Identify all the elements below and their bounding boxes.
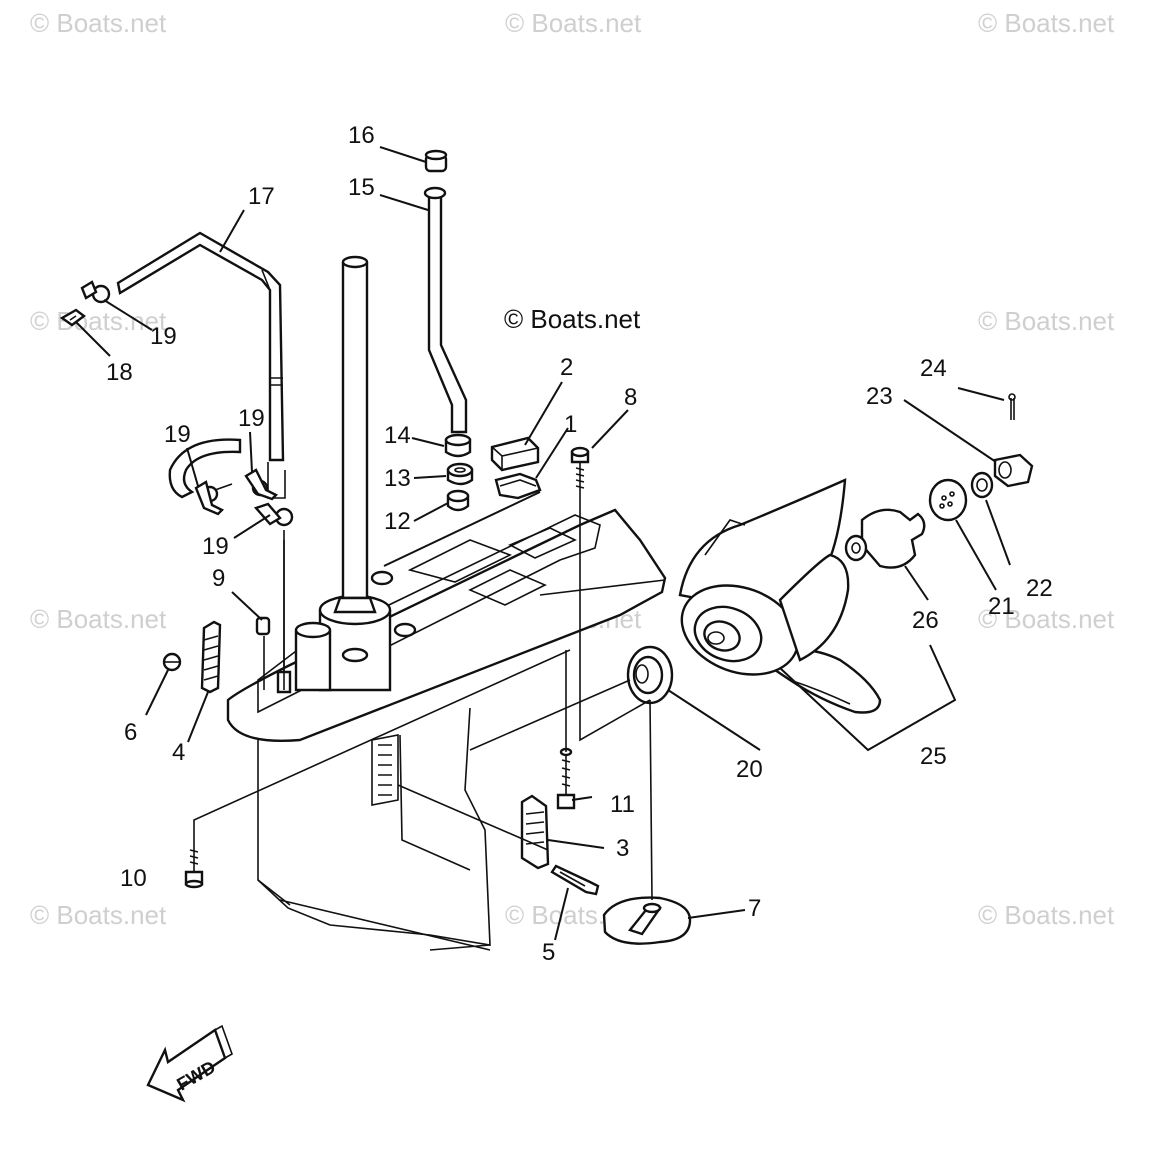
watermark: © Boats.net bbox=[30, 306, 167, 336]
clamp-19-b bbox=[244, 468, 279, 501]
anode-3 bbox=[520, 794, 550, 870]
rubber-seal-2 bbox=[490, 436, 540, 472]
seal-1 bbox=[494, 472, 542, 500]
watermark: © Boats.net bbox=[30, 900, 167, 930]
watermark: © Boats.net bbox=[978, 8, 1115, 38]
label-15: 15 bbox=[348, 174, 375, 201]
anode-4 bbox=[200, 620, 222, 694]
clamp-19-a bbox=[194, 480, 233, 516]
hose-17 bbox=[116, 231, 285, 462]
hose-loop bbox=[168, 438, 286, 499]
bolt-10 bbox=[184, 845, 204, 889]
grommet-16 bbox=[424, 149, 448, 173]
screw-5 bbox=[550, 864, 600, 896]
clamp-19-c bbox=[253, 502, 294, 527]
spacer-26 bbox=[844, 508, 926, 569]
part-labels: 16 15 17 19 18 19 19 19 14 13 12 2 1 8 9… bbox=[106, 122, 1053, 966]
watermark: © Boats.net bbox=[978, 306, 1115, 336]
trim-tab-7 bbox=[602, 896, 692, 945]
washer-20 bbox=[626, 645, 674, 705]
label-9: 9 bbox=[212, 565, 225, 592]
water-tube bbox=[423, 186, 468, 434]
label-11: 11 bbox=[610, 791, 635, 818]
nut-6 bbox=[162, 652, 182, 672]
watermark: © Boats.net bbox=[30, 8, 167, 38]
watermark: © Boats.net bbox=[978, 900, 1115, 930]
propeller-25 bbox=[678, 478, 882, 714]
label-2: 2 bbox=[560, 354, 573, 381]
plug-9 bbox=[255, 616, 271, 636]
nut-23 bbox=[993, 453, 1034, 488]
label-25: 25 bbox=[920, 743, 947, 770]
label-10: 10 bbox=[120, 865, 147, 892]
label-19-top: 19 bbox=[150, 323, 177, 350]
label-23: 23 bbox=[866, 383, 893, 410]
washer-22 bbox=[970, 471, 994, 499]
label-4: 4 bbox=[172, 739, 185, 766]
label-8: 8 bbox=[624, 384, 637, 411]
label-19-mid: 19 bbox=[238, 405, 265, 432]
label-21: 21 bbox=[988, 593, 1015, 620]
clamp-19-top bbox=[80, 280, 111, 304]
label-22: 22 bbox=[1026, 575, 1053, 602]
bolt-11 bbox=[556, 747, 576, 810]
label-1: 1 bbox=[564, 411, 577, 438]
label-26: 26 bbox=[912, 607, 939, 634]
drive-shaft bbox=[333, 255, 377, 614]
credit-text: © Boats.net bbox=[504, 304, 641, 334]
label-7: 7 bbox=[748, 895, 761, 922]
lower-casing bbox=[226, 508, 667, 951]
label-24: 24 bbox=[920, 355, 947, 382]
nipple-18 bbox=[59, 308, 86, 327]
seal-14 bbox=[444, 433, 472, 458]
watermark: © Boats.net bbox=[505, 8, 642, 38]
washer-21 bbox=[928, 478, 968, 522]
grommet-13 bbox=[446, 462, 474, 486]
label-6: 6 bbox=[124, 719, 137, 746]
collar-12 bbox=[446, 489, 470, 512]
cotter-pin-24 bbox=[1008, 393, 1016, 420]
label-19-left: 19 bbox=[164, 421, 191, 448]
watermark: © Boats.net bbox=[30, 604, 167, 634]
label-18: 18 bbox=[106, 359, 133, 386]
label-17: 17 bbox=[248, 183, 275, 210]
watermark: © Boats.net bbox=[978, 604, 1115, 634]
label-14: 14 bbox=[384, 422, 411, 449]
leader-lines bbox=[75, 146, 1011, 941]
label-5: 5 bbox=[542, 939, 555, 966]
bolt-8 bbox=[570, 446, 590, 495]
label-16: 16 bbox=[348, 122, 375, 149]
label-20: 20 bbox=[736, 756, 763, 783]
label-3: 3 bbox=[616, 835, 629, 862]
label-12: 12 bbox=[384, 508, 411, 535]
label-19-lower: 19 bbox=[202, 533, 229, 560]
fwd-arrow-icon: FWD bbox=[146, 1024, 233, 1103]
label-13: 13 bbox=[384, 465, 411, 492]
